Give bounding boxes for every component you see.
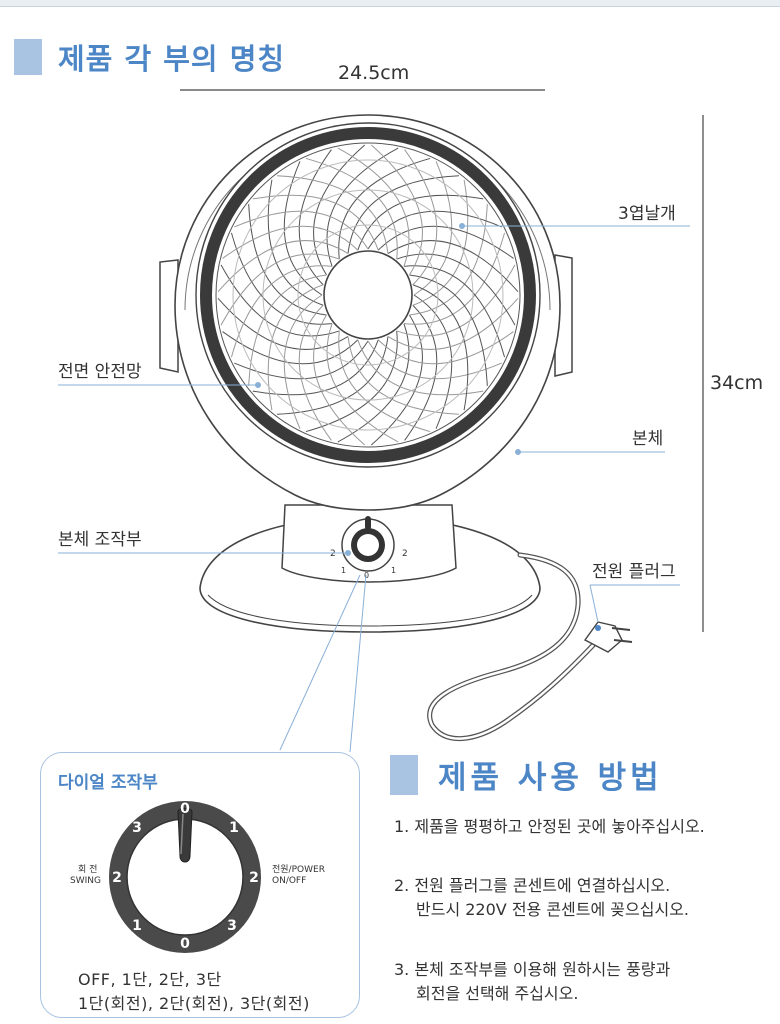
usage-step-3: 3. 본체 조작부를 이용해 원하시는 풍량과 회전을 선택해 주십시오.	[394, 958, 670, 1006]
power-plug	[583, 621, 633, 653]
dial-num-right: 2	[249, 870, 259, 886]
leader-lines	[58, 225, 690, 753]
dial-num-bottom-left: 1	[132, 918, 142, 934]
label-front-guard: 전면 안전망	[58, 362, 142, 382]
dial-swing-en: SWING	[70, 876, 101, 886]
title-square-marker	[390, 754, 418, 795]
dial-num-top-right: 1	[229, 820, 239, 836]
svg-text:2: 2	[330, 549, 336, 559]
usage-step-2: 2. 전원 플러그를 콘센트에 연결하십시오. 반드시 220V 전용 콘센트에…	[394, 874, 689, 922]
usage-step-text: 회전을 선택해 주십시오.	[416, 984, 579, 1003]
dial-swing-ko: 회 전	[78, 864, 97, 875]
dial-title: 다이얼 조작부	[58, 773, 158, 793]
dial-illustration: 0 1 2 3 0 1 2 3 회 전 SWING 전원/POWER ON/OF…	[70, 801, 325, 953]
dial-modes-line2: 1단(회전), 2단(회전), 3단(회전)	[78, 994, 310, 1013]
top-border	[0, 0, 780, 7]
usage-step-text: 제품을 평평하고 안정된 곳에 놓아주십시오.	[414, 817, 705, 836]
center-hub	[323, 250, 413, 340]
dial-num-top-left: 3	[132, 820, 142, 836]
dial-power-ko: 전원/POWER	[272, 864, 325, 875]
usage-step-number: 1.	[394, 817, 410, 836]
usage-step-text: 반드시 220V 전용 콘센트에 꽂으십시오.	[416, 900, 689, 919]
parts-section-title: 제품 각 부의 명칭	[14, 36, 285, 78]
label-plug: 전원 플러그	[592, 562, 676, 582]
label-control: 본체 조작부	[58, 530, 142, 550]
svg-text:2: 2	[402, 549, 408, 559]
dial-power-en: ON/OFF	[272, 876, 306, 886]
dial-num-top: 0	[180, 801, 190, 817]
usage-title-text: 제품 사용 방법	[438, 760, 663, 796]
dial-num-bottom: 0	[180, 936, 190, 952]
usage-section-title: 제품 사용 방법	[390, 752, 663, 797]
height-dimension: 34cm	[710, 372, 764, 394]
usage-step-number: 2.	[394, 876, 410, 895]
svg-text:1: 1	[391, 566, 396, 575]
svg-text:0: 0	[364, 571, 369, 580]
usage-step-text: 전원 플러그를 콘센트에 연결하십시오.	[414, 876, 671, 895]
usage-step-1: 1. 제품을 평평하고 안정된 곳에 놓아주십시오.	[394, 815, 705, 839]
usage-step-number: 3.	[394, 960, 410, 979]
usage-step-text: 본체 조작부를 이용해 원하시는 풍량과	[414, 960, 671, 979]
label-blades: 3엽날개	[618, 204, 676, 224]
dial-modes-line1: OFF, 1단, 2단, 3단	[78, 970, 222, 989]
body-knob: 2 2 1 0 1	[330, 516, 408, 580]
dial-num-bottom-right: 3	[227, 918, 237, 934]
width-dimension: 24.5cm	[338, 62, 410, 84]
leader-dots	[255, 223, 521, 556]
label-body: 본체	[632, 429, 664, 449]
svg-text:1: 1	[341, 566, 346, 575]
front-guard-rim	[200, 127, 536, 463]
dial-num-left: 2	[112, 870, 122, 886]
parts-title-text: 제품 각 부의 명칭	[58, 42, 286, 76]
title-square-marker	[14, 39, 42, 75]
